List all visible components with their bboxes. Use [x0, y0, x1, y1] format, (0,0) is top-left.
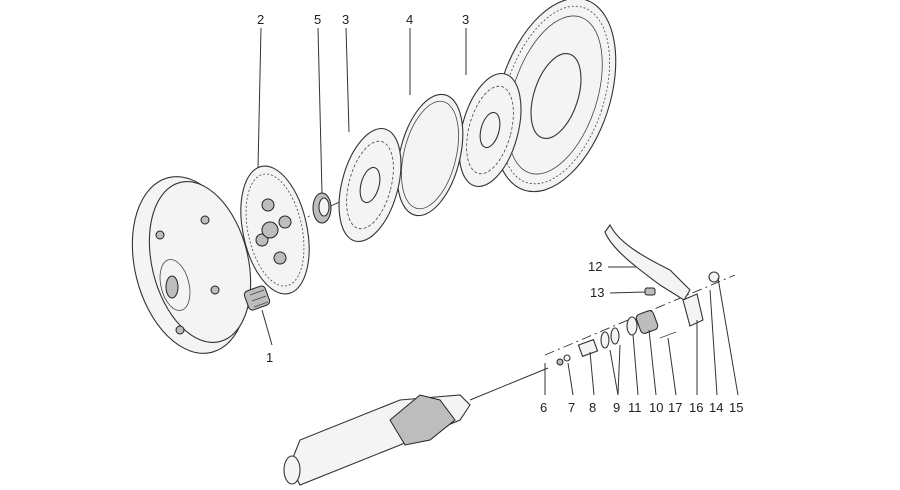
callout-17: 17: [668, 400, 682, 415]
callout-11: 11: [628, 400, 642, 415]
callout-4: 4: [406, 12, 413, 27]
callout-6: 6: [540, 400, 547, 415]
spring: [243, 285, 271, 311]
release-fork: [604, 223, 720, 339]
shaft-small-parts: [556, 310, 659, 366]
hub-bushing: [312, 192, 332, 224]
callout-2: 2: [257, 12, 264, 27]
callout-14: 14: [709, 400, 723, 415]
callout-3-left: 3: [342, 12, 349, 27]
callout-16: 16: [689, 400, 703, 415]
callout-7: 7: [568, 400, 575, 415]
flywheel: [131, 176, 252, 354]
steel-plate-ring: [396, 93, 464, 217]
ring-gear: [493, 0, 617, 193]
pressure-plate: [240, 165, 310, 295]
callout-15: 15: [729, 400, 743, 415]
callout-3-right: 3: [462, 12, 469, 27]
callout-13: 13: [590, 285, 604, 300]
callout-9: 9: [613, 400, 620, 415]
callout-5: 5: [314, 12, 321, 27]
callout-1: 1: [266, 350, 273, 365]
input-shaft: [283, 367, 549, 486]
friction-disc-right: [458, 72, 522, 188]
callout-10: 10: [649, 400, 663, 415]
callout-8: 8: [589, 400, 596, 415]
callout-12: 12: [588, 259, 602, 274]
friction-disc-left: [338, 127, 402, 243]
leader-lines: [257, 27, 739, 396]
